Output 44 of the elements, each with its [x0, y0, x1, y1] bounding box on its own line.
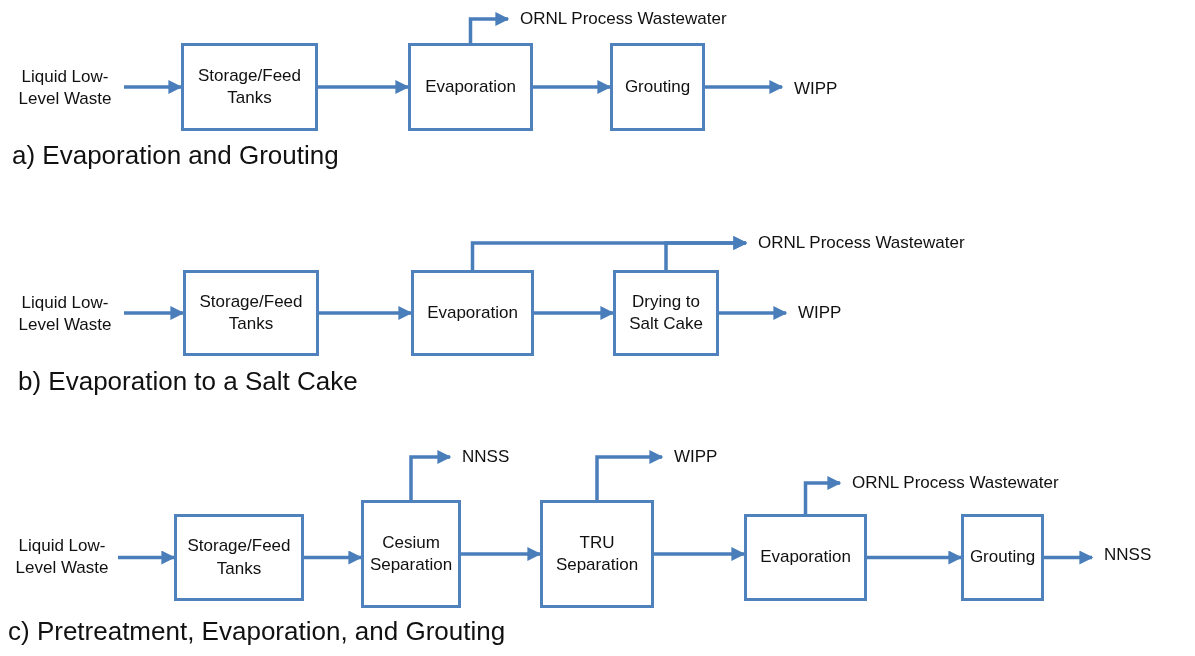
destination-label: ORNL Process Wastewater — [746, 230, 996, 256]
arrow — [705, 80, 784, 94]
source-label: Liquid Low-Level Waste — [6, 290, 124, 338]
arrow — [803, 476, 842, 514]
arrow — [319, 306, 413, 320]
destination-label: ORNL Process Wastewater — [508, 6, 758, 32]
arrow — [654, 547, 746, 561]
process-box: Drying to Salt Cake — [613, 270, 719, 356]
destination-label: WIPP — [662, 444, 732, 470]
process-box: TRU Separation — [540, 500, 654, 608]
arrow — [533, 80, 612, 94]
process-box: Grouting — [961, 514, 1044, 601]
destination-label: NNSS — [1092, 542, 1162, 568]
arrow — [118, 550, 176, 565]
source-label: Liquid Low-Level Waste — [6, 64, 124, 112]
arrow — [1044, 550, 1094, 565]
process-box: Evaporation — [411, 270, 534, 356]
process-box: Evaporation — [744, 514, 867, 601]
destination-label: WIPP — [786, 300, 846, 326]
process-box: Grouting — [610, 43, 705, 131]
panel-caption: a) Evaporation and Grouting — [12, 140, 339, 171]
arrow — [664, 236, 748, 270]
arrow — [409, 450, 452, 500]
process-box: Evaporation — [408, 43, 533, 131]
arrow — [719, 306, 788, 320]
arrow — [468, 12, 510, 43]
destination-label: WIPP — [782, 76, 842, 102]
arrow — [595, 450, 664, 500]
arrow — [318, 80, 410, 94]
destination-label: NNSS — [450, 444, 520, 470]
destination-label: ORNL Process Wastewater — [840, 470, 1090, 496]
source-label: Liquid Low-Level Waste — [6, 533, 118, 581]
arrow — [867, 550, 963, 565]
arrow — [461, 547, 542, 561]
process-box: Storage/Feed Tanks — [181, 43, 318, 131]
panel-caption: b) Evaporation to a Salt Cake — [18, 366, 358, 397]
panel-caption: c) Pretreatment, Evaporation, and Grouting — [8, 616, 506, 647]
process-box: Cesium Separation — [361, 500, 461, 608]
arrow — [124, 80, 183, 94]
arrow — [534, 306, 615, 320]
process-box: Storage/Feed Tanks — [183, 270, 319, 356]
arrow — [304, 550, 363, 565]
arrow — [124, 306, 185, 320]
process-box: Storage/Feed Tanks — [174, 514, 304, 601]
